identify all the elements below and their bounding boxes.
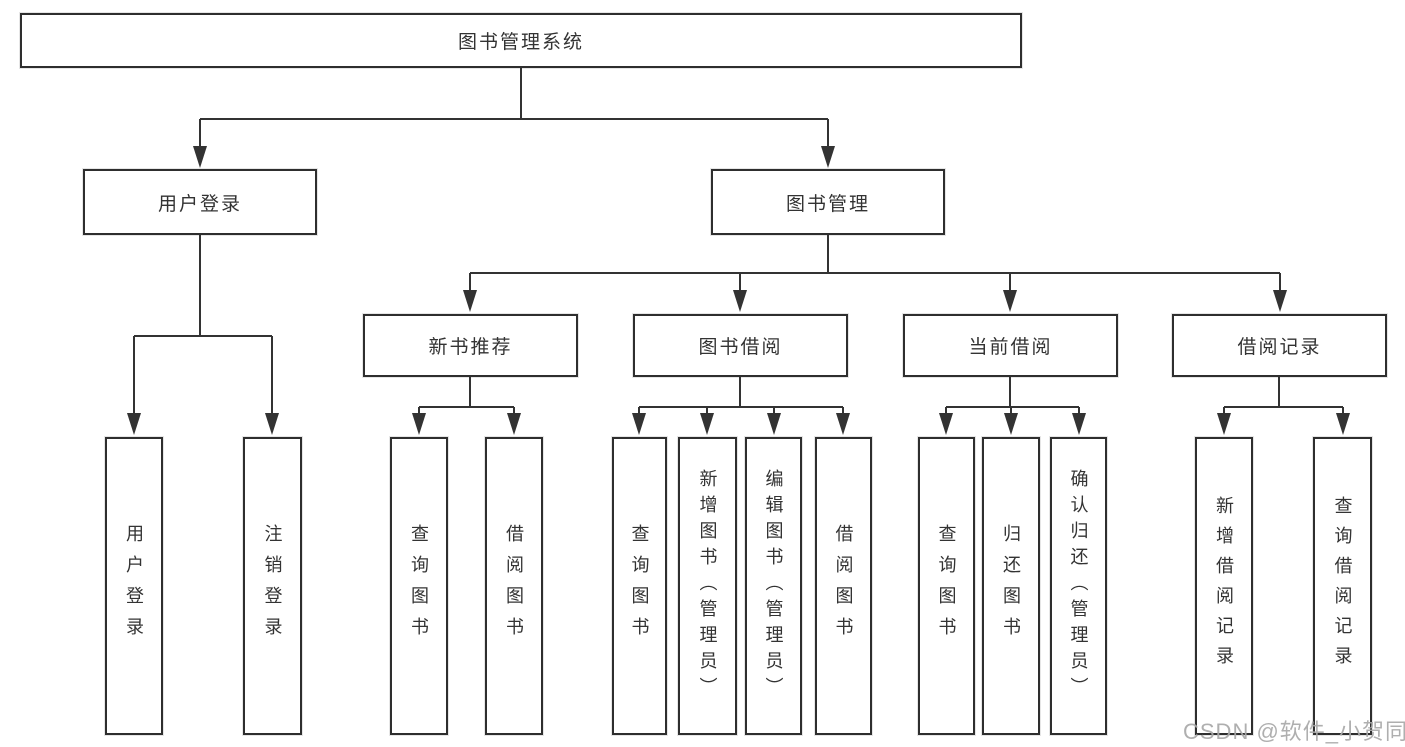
node-user-login: 用户登录 <box>83 169 317 235</box>
node-bb-query-book-label: 查询图书 <box>629 524 650 648</box>
csdn-watermark: CSDN @软件_小贺同学 <box>1183 719 1405 744</box>
node-borrow-record: 借阅记录 <box>1172 314 1387 377</box>
node-br-query-record: 查询借阅记录 <box>1313 437 1372 735</box>
node-bb-borrow-book: 借阅图书 <box>815 437 872 735</box>
node-rec-borrow-book: 借阅图书 <box>485 437 543 735</box>
node-rec-query-book: 查询图书 <box>390 437 448 735</box>
node-leaf-logout: 注销登录 <box>243 437 302 735</box>
node-cb-confirm-return: 确认归还（管理员） <box>1050 437 1107 735</box>
node-root-label: 图书管理系统 <box>457 32 584 53</box>
connector-book-mgmt-to-level3 <box>463 235 1287 312</box>
node-bb-edit-book-label: 编辑图书（管理员） <box>763 469 784 703</box>
node-book-borrow: 图书借阅 <box>633 314 848 377</box>
node-cb-query-book-label: 查询图书 <box>936 524 957 648</box>
node-bb-add-book: 新增图书（管理员） <box>678 437 737 735</box>
node-br-add-record: 新增借阅记录 <box>1195 437 1253 735</box>
node-bb-add-book-label: 新增图书（管理员） <box>697 469 718 703</box>
node-leaf-user-login-label: 用户登录 <box>124 524 144 648</box>
node-bb-borrow-book-label: 借阅图书 <box>833 524 854 648</box>
node-leaf-logout-label: 注销登录 <box>262 524 283 648</box>
node-user-login-label: 用户登录 <box>157 193 242 215</box>
node-cb-return-book: 归还图书 <box>982 437 1040 735</box>
node-rec-query-book-label: 查询图书 <box>409 524 429 648</box>
node-br-add-record-label: 新增借阅记录 <box>1214 496 1234 676</box>
node-rec-borrow-book-label: 借阅图书 <box>504 524 524 648</box>
node-book-mgmt-label: 图书管理 <box>785 193 870 215</box>
connector-current-borrow-to-leaves <box>939 377 1086 435</box>
node-cb-query-book: 查询图书 <box>918 437 975 735</box>
node-book-borrow-label: 图书借阅 <box>698 337 783 358</box>
node-new-book-rec: 新书推荐 <box>363 314 578 377</box>
node-root: 图书管理系统 <box>20 13 1022 68</box>
connector-book-borrow-to-leaves <box>632 377 850 435</box>
node-leaf-user-login: 用户登录 <box>105 437 163 735</box>
connector-root-to-level2 <box>193 68 835 168</box>
node-cb-return-book-label: 归还图书 <box>1001 524 1021 648</box>
connector-borrow-record-to-leaves <box>1217 377 1350 435</box>
node-book-mgmt: 图书管理 <box>711 169 945 235</box>
node-bb-edit-book: 编辑图书（管理员） <box>745 437 802 735</box>
node-current-borrow-label: 当前借阅 <box>968 337 1053 358</box>
node-new-book-rec-label: 新书推荐 <box>428 337 513 358</box>
node-borrow-record-label: 借阅记录 <box>1237 337 1322 358</box>
node-cb-confirm-return-label: 确认归还（管理员） <box>1068 469 1089 703</box>
node-br-query-record-label: 查询借阅记录 <box>1332 496 1353 676</box>
connector-new-book-rec-to-leaves <box>412 377 521 435</box>
connector-user-login-to-leaves <box>127 235 279 435</box>
node-bb-query-book: 查询图书 <box>612 437 667 735</box>
node-current-borrow: 当前借阅 <box>903 314 1118 377</box>
